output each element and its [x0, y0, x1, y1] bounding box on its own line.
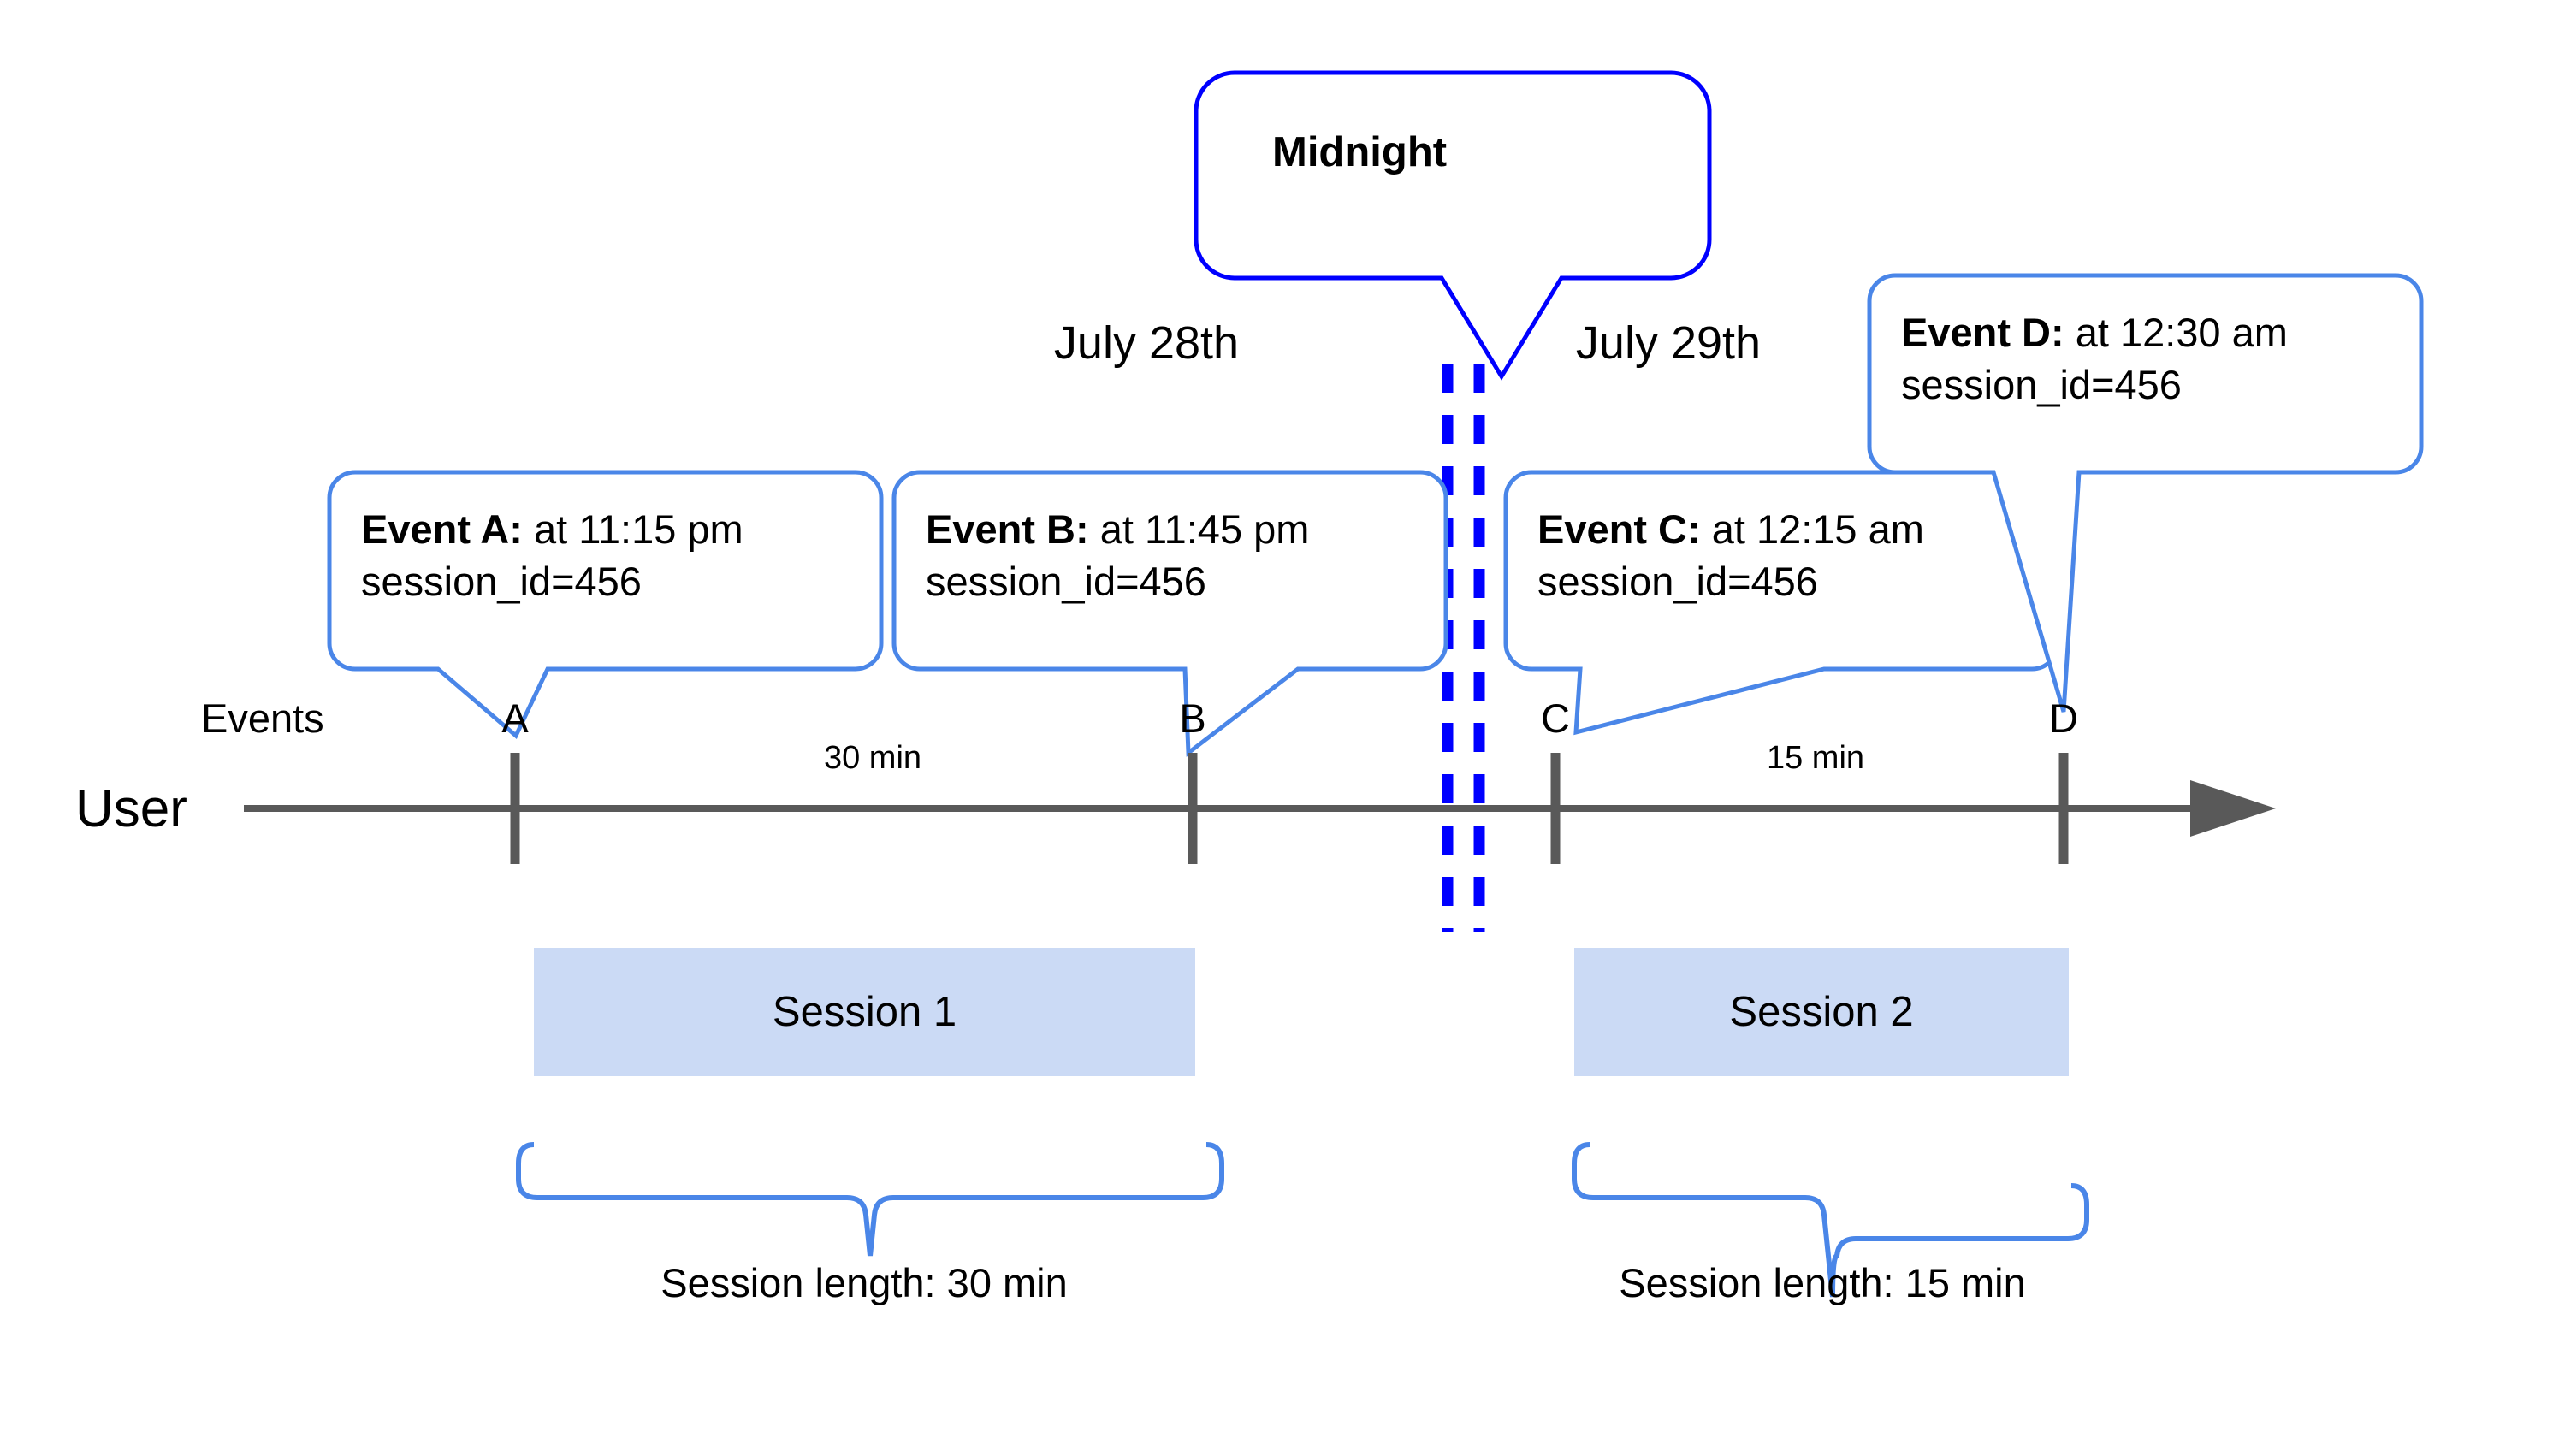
session-1-brace [516, 1142, 1224, 1257]
tick-label-c: C [1541, 695, 1570, 741]
gap-label-c-d: 15 min [1766, 740, 1865, 776]
event-d-title: Event D: [1901, 310, 2064, 355]
event-b-session-id: session_id=456 [926, 559, 1206, 605]
user-lane-label: User [75, 779, 187, 838]
event-c-session-id: session_id=456 [1537, 559, 1818, 605]
tick-label-a: A [501, 695, 529, 741]
event-d-session-id: session_id=456 [1901, 362, 2182, 408]
session-1-label: Session 1 [772, 989, 957, 1035]
event-tick-marks [510, 753, 2069, 864]
event-b-time: at 11:45 pm [1088, 506, 1310, 552]
session-1-box: Session 1 [534, 948, 1195, 1076]
date-label-july-29: July 29th [1575, 317, 1762, 369]
event-b-callout-text: Event B: at 11:45 pm session_id=456 [926, 503, 1309, 607]
midnight-callout-shape [1194, 70, 1712, 381]
session-2-brace [1572, 1142, 2089, 1298]
event-d-callout-shape [1867, 273, 2424, 713]
midnight-dashed-lines [1442, 364, 1485, 932]
event-a-callout-shape [327, 470, 884, 740]
event-c-title: Event C: [1537, 506, 1701, 552]
event-c-callout-text: Event C: at 12:15 am session_id=456 [1537, 503, 1924, 607]
session-2-box: Session 2 [1574, 948, 2069, 1076]
event-a-session-id: session_id=456 [361, 559, 642, 605]
event-d-callout-text: Event D: at 12:30 am session_id=456 [1901, 306, 2288, 411]
event-c-time: at 12:15 am [1700, 506, 1924, 552]
event-a-title: Event A: [361, 506, 523, 552]
session-2-length-label: Session length: 15 min [1619, 1260, 2026, 1305]
tick-label-b: B [1179, 695, 1206, 741]
event-b-callout-shape [891, 470, 1448, 757]
session-2-label: Session 2 [1729, 989, 1914, 1035]
session-1-length-label: Session length: 30 min [660, 1260, 1068, 1305]
date-label-july-28: July 28th [1053, 317, 1240, 369]
event-a-callout-text: Event A: at 11:15 pm session_id=456 [361, 503, 743, 607]
events-lane-label: Events [201, 695, 324, 741]
tick-label-d: D [2049, 695, 2078, 741]
event-b-title: Event B: [926, 506, 1089, 552]
timeline-axis [244, 780, 2276, 837]
event-d-time: at 12:30 am [2064, 310, 2288, 355]
gap-label-a-b: 30 min [823, 740, 922, 776]
event-a-time: at 11:15 pm [522, 506, 743, 552]
midnight-label: Midnight [1272, 129, 1448, 175]
